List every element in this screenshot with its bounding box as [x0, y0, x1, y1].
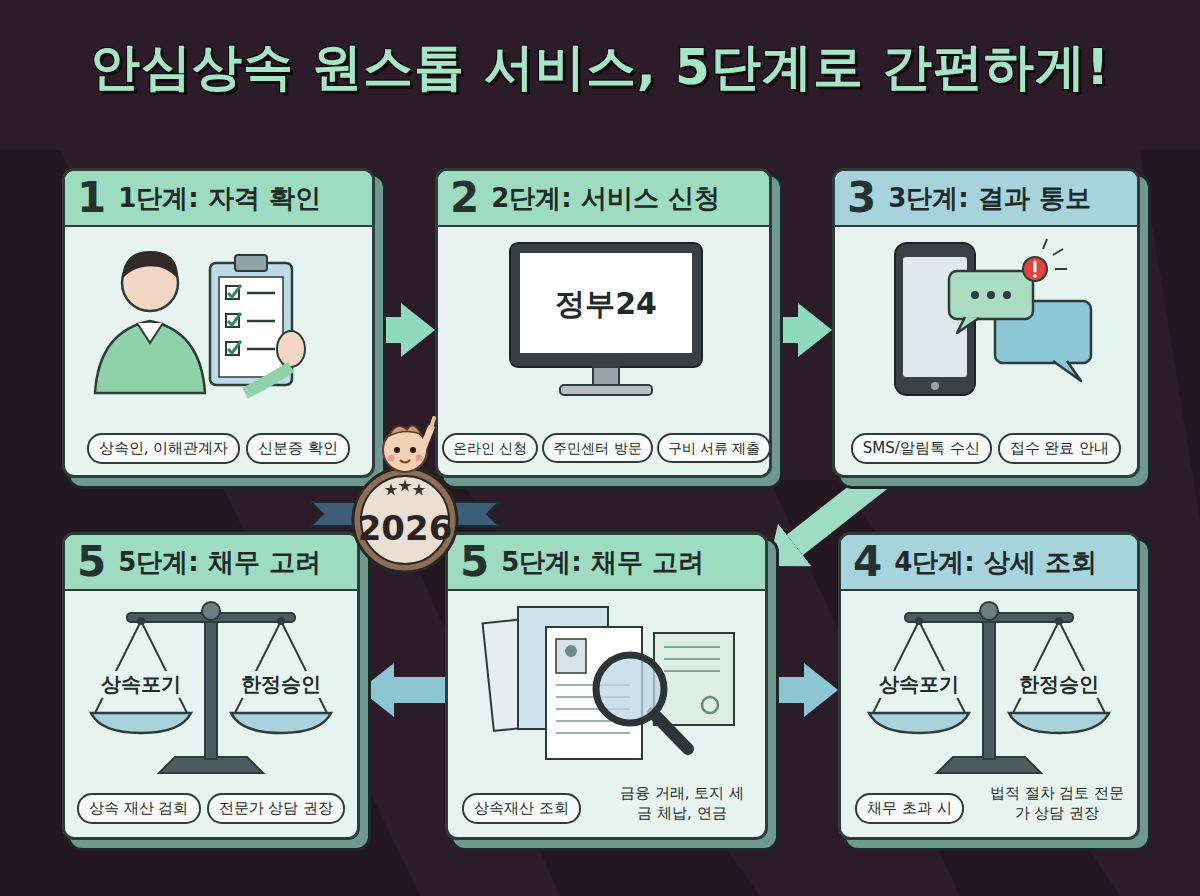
- step-panel: 4 4단계: 상세 조회채무 초과 시 상속포기 한정승인법적 절차 검토 전문가 상…: [838, 532, 1140, 840]
- label-box: 한정승인: [221, 671, 341, 698]
- step-panel: 5 5단계: 채무 고려상속 재산 검회 전문가 상담 권장 상속포기 한정승인: [62, 532, 360, 840]
- label-box: 상속포기: [81, 671, 201, 698]
- pill-label: 전문가 상담 권장: [219, 799, 334, 817]
- tag-pill: 상속인, 이해관계자: [87, 433, 241, 464]
- step-number: 2: [450, 177, 479, 219]
- tag-pill: 온라인 신청: [442, 433, 538, 463]
- pill-label: 신분증 확인: [258, 439, 338, 457]
- panel-header: 3 3단계: 결과 통보: [835, 171, 1137, 227]
- tag-pill: 구비 서류 제출: [657, 433, 772, 463]
- title-box: 안심상속 원스톱 서비스, 5단계로 간편하게!: [0, 34, 1200, 101]
- label-box: 한정승인: [999, 671, 1119, 698]
- step-number: 5: [460, 541, 489, 583]
- pill-label: 상속 재산 검회: [89, 799, 189, 817]
- year-badge: 2026: [355, 470, 455, 570]
- tag-pill: 전문가 상담 권장: [207, 793, 346, 824]
- pill-label: 구비 서류 제출: [668, 440, 761, 456]
- note-text: 법적 절차 검토 전문가 상담 권장: [990, 784, 1124, 822]
- panel-header: 5 5단계: 채무 고려: [65, 535, 357, 591]
- panel-header: 2 2단계: 서비스 신청: [438, 171, 769, 227]
- step-arrow: [394, 677, 445, 703]
- pill-label: 상속재산 조회: [474, 799, 569, 817]
- step-arrow: [772, 317, 798, 343]
- title: 안심상속 원스톱 서비스, 5단계로 간편하게!: [90, 38, 1110, 96]
- tag-pill: 주민센터 방문: [542, 433, 652, 463]
- panel-header: 1 1단계: 자격 확인: [65, 171, 372, 227]
- step-panel: 1 1단계: 자격 확인상속인, 이해관계자 신분증 확인: [62, 168, 375, 478]
- step-heading: 3단계: 결과 통보: [888, 184, 1091, 213]
- scale-label: 한정승인: [237, 671, 325, 698]
- tag-pill: 채무 초과 시: [855, 793, 964, 824]
- step-number: 3: [847, 177, 876, 219]
- tag-pill: 신분증 확인: [246, 433, 350, 464]
- pill-label: 주민센터 방문: [553, 440, 641, 456]
- tag-pill: 상속재산 조회: [462, 793, 581, 824]
- step-panel: 5 5단계: 채무 고려상속재산 조회 금융 거래, 토지 세금 체납, 연금: [445, 532, 768, 840]
- tag-pill: 상속 재산 검회: [77, 793, 201, 824]
- panel-header: 4 4단계: 상세 조회: [841, 535, 1137, 591]
- step-arrow: [768, 677, 804, 703]
- label-box: 정부24: [520, 284, 692, 325]
- step-arrow: [375, 317, 401, 343]
- scale-label: 한정승인: [1015, 671, 1103, 698]
- step-panel: 2 2단계: 서비스 신청온라인 신청 주민센터 방문 구비 서류 제출 정부24: [435, 168, 772, 478]
- pill-label: 접수 완료 안내: [1010, 439, 1110, 457]
- pill-label: 채무 초과 시: [867, 799, 952, 817]
- step-panel: 3 3단계: 결과 통보 SMS/알림톡 수신 접수 완료 안내: [832, 168, 1140, 478]
- note-text: 정부24: [555, 286, 657, 321]
- step-heading: 5단계: 채무 고려: [118, 548, 321, 577]
- year-label: 2026: [358, 508, 453, 548]
- step-number: 4: [853, 541, 882, 583]
- pill-label: 온라인 신청: [453, 440, 527, 456]
- step-heading: 2단계: 서비스 신청: [491, 184, 720, 213]
- label-box: 상속포기: [859, 671, 979, 698]
- step-heading: 1단계: 자격 확인: [118, 184, 321, 213]
- tag-pill: SMS/알림톡 수신: [851, 433, 992, 464]
- badge-illustration: [305, 390, 505, 580]
- step-number: 1: [77, 177, 106, 219]
- label-box: 금융 거래, 토지 세금 체납, 연금: [616, 783, 748, 824]
- tag-pill: 접수 완료 안내: [998, 433, 1122, 464]
- pill-label: SMS/알림톡 수신: [863, 439, 980, 457]
- step-number: 5: [77, 541, 106, 583]
- pill-label: 상속인, 이해관계자: [99, 439, 229, 457]
- scale-label: 상속포기: [97, 671, 185, 698]
- label-box: 법적 절차 검토 전문가 상담 권장: [989, 783, 1125, 824]
- panel-header: 5 5단계: 채무 고려: [448, 535, 765, 591]
- note-text: 금융 거래, 토지 세금 체납, 연금: [620, 784, 744, 822]
- step-heading: 5단계: 채무 고려: [501, 548, 704, 577]
- step-heading: 4단계: 상세 조회: [894, 548, 1097, 577]
- scale-label: 상속포기: [875, 671, 963, 698]
